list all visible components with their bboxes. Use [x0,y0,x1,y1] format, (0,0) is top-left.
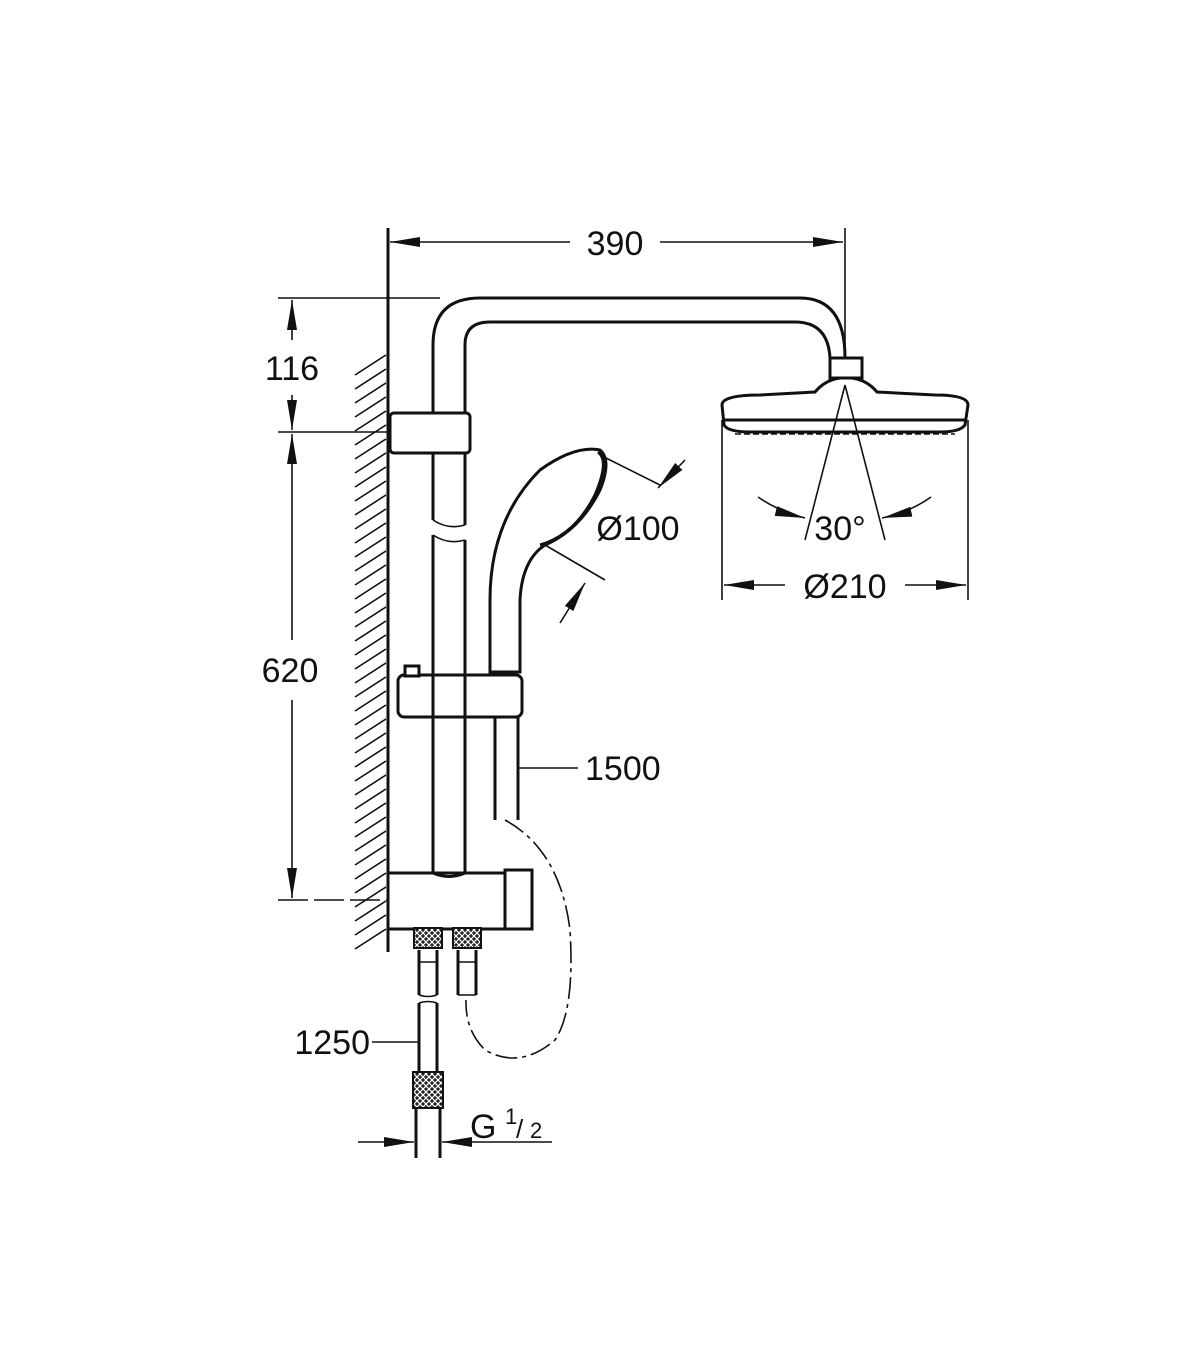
arm-length-label: 390 [587,225,644,263]
wall-hatch-line [354,368,387,390]
wall-hatch-line [354,564,387,586]
wall-hatch-line [354,410,387,432]
top-wall-bracket [388,411,472,455]
wall-hatch-line [354,396,387,418]
wall-hatch-line [354,438,387,460]
thread-slash: / [516,1114,524,1144]
shower-hose: 1500 [465,717,661,1059]
wall [354,228,390,952]
wall-hatch-line [354,522,387,544]
wall-hatch-line [354,620,387,642]
supply-hose: 1250 G 1 / 2 [294,1000,552,1158]
head-height-label: 116 [265,350,319,388]
wall-hatch-line [354,662,387,684]
shower-hose-length-label: 1500 [585,750,661,788]
wall-hatch-line [354,354,387,376]
hand-shower-diameter-label: Ø100 [596,510,679,548]
head-shower-diameter-label: Ø210 [803,568,886,606]
wall-hatch-line [354,578,387,600]
wall-hatch-line [354,844,387,866]
wall-hatch-line [354,452,387,474]
supply-hose-length-label: 1250 [294,1024,370,1062]
riser-pipe [431,296,847,873]
dimension-heights: 116 620 [262,297,440,901]
dimension-arm-length: 390 [387,225,846,362]
wall-hatch-line [354,760,387,782]
wall-hatch-line [354,648,387,670]
wall-hatch-line [354,592,387,614]
wall-hatch-line [354,606,387,628]
wall-hatch-line [354,550,387,572]
wall-hatch-line [354,494,387,516]
wall-hatch-line [354,774,387,796]
wall-hatch-line [354,382,387,404]
wall-hatch-line [354,690,387,712]
thread-denominator: 2 [530,1118,542,1143]
wall-hatch-line [354,718,387,740]
wall-hatch-line [354,830,387,852]
head-shower: 30° Ø210 [720,356,970,606]
wall-hatch-line [354,886,387,908]
wall-hatch-line [354,536,387,558]
wall-hatch-line [354,508,387,530]
thread-numerator: 1 [505,1104,517,1129]
wall-hatch-line [354,634,387,656]
wall-hatch-line [354,788,387,810]
hand-shower: Ø100 [488,447,686,674]
wall-hatch-line [354,480,387,502]
wall-hatch-line [354,676,387,698]
rail-length-label: 620 [262,652,319,690]
hand-shower-slider [396,664,524,719]
wall-hatch-line [354,928,387,950]
bottom-connector-block [386,868,534,998]
wall-hatch-line [354,424,387,446]
wall-hatch-line [354,816,387,838]
wall-hatch-line [354,746,387,768]
wall-hatch-line [354,914,387,936]
wall-hatch-line [354,858,387,880]
wall-hatch-line [354,466,387,488]
wall-hatch-line [354,732,387,754]
spray-angle-label: 30° [814,510,865,548]
wall-hatch-line [354,872,387,894]
wall-hatch-line [354,802,387,824]
wall-hatch-line [354,900,387,922]
thread-size-label: G [470,1108,496,1146]
wall-hatch-line [354,704,387,726]
